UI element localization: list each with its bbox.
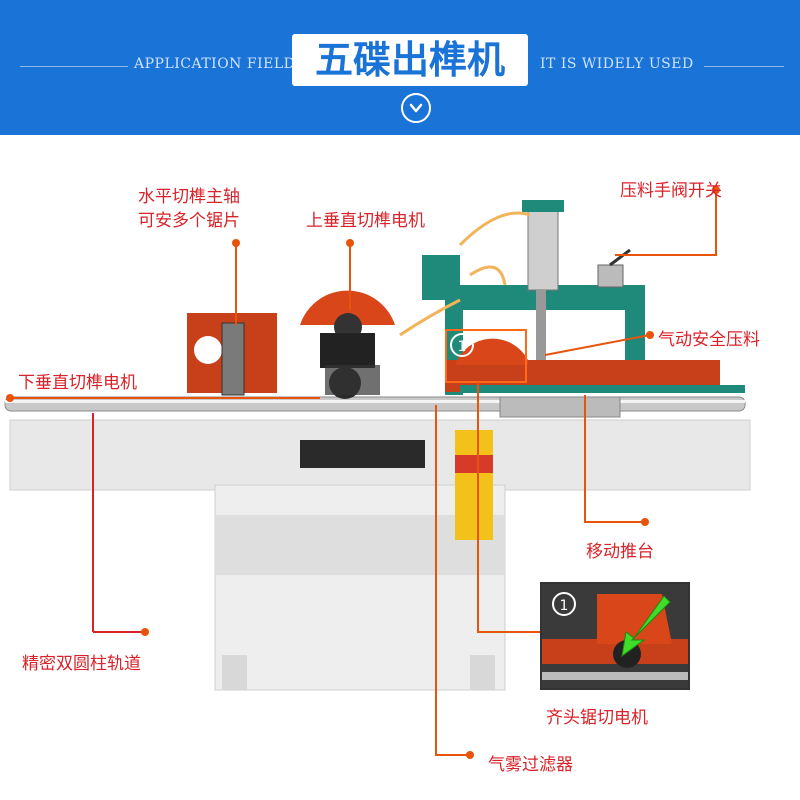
label-rail: 精密双圆柱轨道 — [22, 654, 141, 674]
label-pressure-valve: 压料手阀开关 — [620, 181, 722, 201]
green-arrow-icon — [621, 595, 671, 658]
banner-right-text: IT IS WIDELY USED — [540, 56, 694, 72]
banner-title-box — [292, 34, 528, 86]
header-banner: APPLICATION FIELD 五碟出榫机 IT IS WIDELY USE… — [0, 0, 800, 135]
machine-foot-right — [470, 655, 495, 690]
marker-1-circle — [450, 333, 474, 357]
table-support — [499, 396, 621, 418]
marker-1-text: 1 — [458, 339, 467, 355]
label-flush-saw: 齐头锯切电机 — [546, 708, 648, 728]
inset-saw-guard — [597, 594, 672, 644]
machine-illustration: 1 — [4, 186, 751, 759]
chevron-down-icon[interactable] — [401, 93, 431, 123]
leader-valve — [615, 190, 717, 256]
air-hose-3 — [399, 298, 461, 337]
inset-marker-circle — [552, 592, 576, 616]
leader-flush-saw — [477, 382, 540, 633]
nameplate — [300, 440, 425, 468]
label-pneumatic-press: 气动安全压料 — [658, 330, 760, 350]
page-title: 五碟出榫机 — [314, 38, 505, 82]
marker-box — [445, 329, 527, 383]
spindle-shaft — [221, 322, 245, 396]
label-upper-motor: 上垂直切榫电机 — [306, 211, 425, 231]
label-lower-motor: 下垂直切榫电机 — [18, 373, 137, 393]
inset-marker-text: 1 — [560, 598, 569, 614]
leader-moving-table — [584, 395, 645, 523]
leader-dot-lower — [6, 394, 14, 402]
label-horizontal-spindle-2: 可安多个锯片 — [138, 211, 240, 231]
leader-press — [544, 334, 651, 356]
leader-dot-table — [641, 518, 649, 526]
upper-saw-guard — [300, 290, 395, 325]
warning-sticker — [455, 430, 493, 540]
cylinder-cap — [522, 200, 564, 212]
label-moving-table: 移动推台 — [586, 542, 654, 562]
banner-rule-left — [20, 66, 128, 67]
label-horizontal-spindle-1: 水平切榫主轴 — [138, 187, 240, 207]
press-rod — [536, 290, 546, 360]
leader-dot-filter — [466, 751, 474, 759]
flush-saw-inset: 1 — [540, 582, 690, 690]
air-hose-1 — [458, 211, 531, 247]
rail-bar — [4, 396, 746, 412]
air-cylinder — [527, 204, 559, 291]
leader-dot-upper — [346, 239, 354, 247]
leader-dot-rail — [141, 628, 149, 636]
machine-foot-left — [222, 655, 247, 690]
banner-rule-right — [704, 66, 784, 67]
leader-dot-spindle — [232, 239, 240, 247]
hand-valve — [597, 264, 624, 288]
valve-handle — [609, 248, 631, 267]
rail-highlight — [5, 400, 745, 403]
banner-left-text: APPLICATION FIELD — [134, 56, 296, 72]
inset-rail — [542, 672, 688, 680]
press-frame-right — [625, 285, 645, 365]
leader-dot-press — [646, 331, 654, 339]
upper-motor-body — [320, 333, 375, 368]
lower-motor-body — [325, 365, 380, 395]
leader-filter — [435, 405, 470, 756]
table-side-rail — [460, 385, 745, 393]
air-hose-2 — [469, 265, 507, 286]
sticker-stripe — [455, 455, 493, 473]
leader-dot-valve — [712, 186, 720, 194]
spindle-hole — [194, 336, 222, 364]
label-air-filter: 气雾过滤器 — [488, 755, 573, 775]
teal-housing — [422, 255, 460, 300]
